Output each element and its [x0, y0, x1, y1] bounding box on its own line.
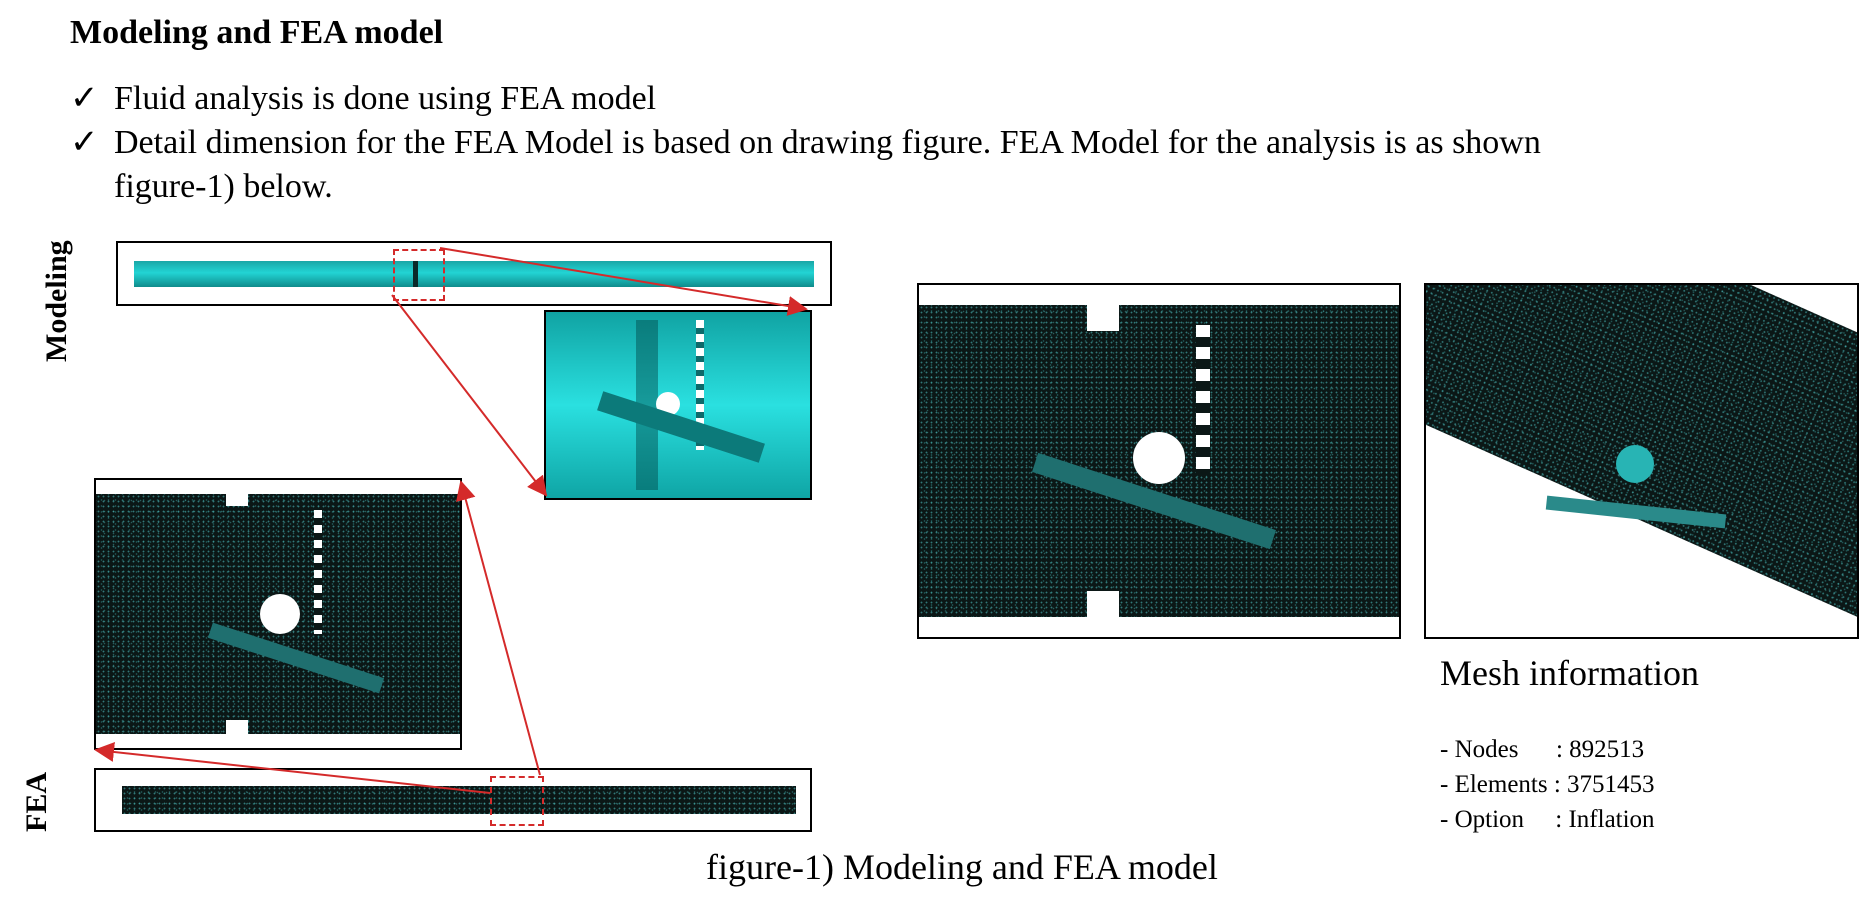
fea-pipe-mesh: [122, 786, 796, 814]
mesh-valve-hole: [260, 594, 300, 634]
bullet-item-2: ✓ Detail dimension for the FEA Model is b…: [70, 120, 1541, 166]
bullet-item-1: ✓ Fluid analysis is done using FEA model: [70, 76, 656, 122]
arrow-fea-top: [456, 480, 541, 776]
mesh-notch-bottom: [226, 720, 248, 738]
mesh-info-title: Mesh information: [1440, 653, 1699, 693]
bullet-continuation: figure-1) below.: [114, 168, 333, 205]
mesh-info-nodes: - Nodes : 892513: [1440, 736, 1645, 763]
pipe-valve: [413, 261, 418, 287]
large-notch-top: [1087, 303, 1119, 331]
arrow-modeling-bottom: [391, 294, 548, 497]
fea-mesh-3d-panel: [1424, 283, 1859, 639]
arrow-fea-bottom: [94, 742, 491, 794]
slide-title: Modeling and FEA model: [70, 14, 444, 51]
modeling-detail-panel: [544, 310, 812, 500]
3d-valve-hole: [1616, 445, 1654, 483]
mesh-notch-top: [226, 488, 248, 506]
bullet-text-2: Detail dimension for the FEA Model is ba…: [114, 124, 1541, 161]
pipe-body: [134, 261, 814, 287]
fea-highlight-box: [490, 776, 544, 826]
checkmark-icon: ✓: [70, 124, 99, 161]
fea-pipe-panel: [94, 768, 812, 832]
checkmark-icon: ✓: [70, 80, 99, 117]
fea-mesh-large-panel: [917, 283, 1401, 639]
bullet-text-1: Fluid analysis is done using FEA model: [114, 80, 657, 117]
arrow-modeling-top: [439, 247, 808, 316]
mesh-info-option: - Option : Inflation: [1440, 806, 1655, 833]
detail-highlight-box: [393, 249, 445, 301]
figure-caption: figure-1) Modeling and FEA model: [706, 847, 1218, 887]
perforated-plate: [696, 320, 704, 450]
large-valve-hole: [1133, 432, 1185, 484]
mesh-perforated-plate: [314, 510, 322, 634]
fea-detail-panel: [94, 478, 462, 750]
large-perforated-plate: [1196, 325, 1210, 475]
large-notch-bottom: [1087, 591, 1119, 619]
modeling-pipe-panel: [116, 241, 832, 306]
mesh-info-elements: - Elements : 3751453: [1440, 771, 1655, 798]
